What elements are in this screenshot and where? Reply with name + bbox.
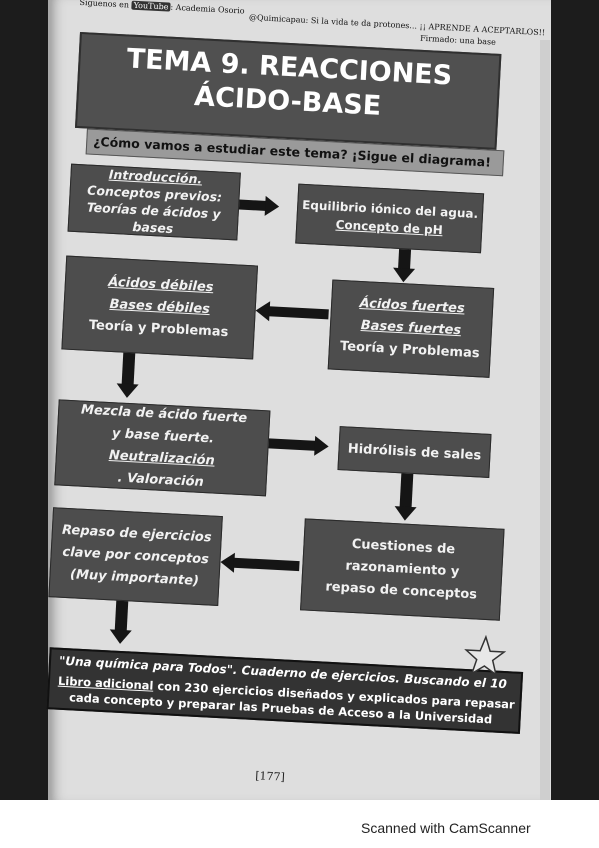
header-signed: Firmado: una base [419,33,497,47]
scanner-watermark: Scanned with CamScanner [361,820,531,836]
header-left-prefix: Síguenos en [79,0,130,10]
arrow-8-shaft [114,600,129,632]
arrow-2-shaft [398,248,412,270]
box-introduccion: Introducción. Conceptos previos: Teorías… [67,163,241,241]
box-equilibrio: Equilibrio iónico del agua. Concepto de … [295,183,485,254]
box-hidrolisis: Hidrólisis de sales [337,426,492,478]
youtube-logo: YouTube [131,0,171,12]
arrow-6-shaft [399,473,414,508]
page-edge [540,40,550,800]
arrow-right-icon [264,195,280,217]
header-academy: : Academia Osorio [170,2,245,16]
arrow-5-shaft [268,438,317,451]
hidrolisis-line-1: Hidrólisis de sales [347,441,482,464]
header-right: @Quimicapau: Si la vida te da protones..… [248,12,546,38]
arrow-down-icon [393,506,417,522]
arrow-3-shaft [268,306,329,320]
box-repaso: Repaso de ejercicios clave por conceptos… [48,507,223,606]
header-left: Síguenos en YouTube: Academia Osorio [79,0,245,16]
arrow-down-icon [392,267,416,283]
box-debiles: Ácidos débiles Bases débiles Teoría y Pr… [61,255,259,360]
box-mezcla: Mezcla de ácido fuerte y base fuerte. Ne… [54,399,271,497]
arrow-7-shaft [233,557,300,572]
box-cuestiones: Cuestiones de razonamiento y repaso de c… [300,518,505,621]
page-content: Síguenos en YouTube: Academia Osorio @Qu… [46,0,546,784]
page-number: [177] [254,769,286,784]
arrow-1-shaft [238,199,268,211]
bottom-box: "Una química para Todos". Cuaderno de ej… [46,647,524,734]
arrow-4-shaft [121,352,136,386]
star-icon [464,634,507,677]
arrow-down-icon [109,629,132,645]
arrow-down-icon [115,383,139,399]
arrow-right-icon [314,435,330,457]
box-fuertes: Ácidos fuertes Bases fuertes Teoría y Pr… [327,279,495,378]
